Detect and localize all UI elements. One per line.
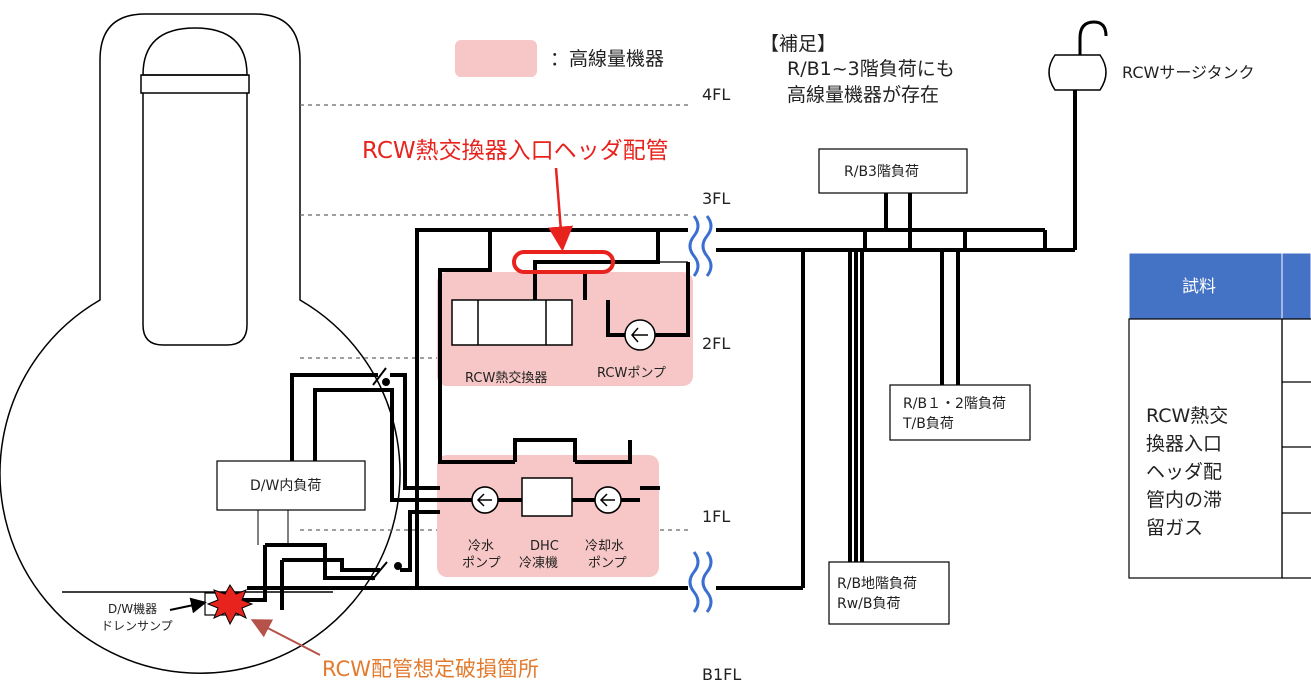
dw-load-label: D/W内負荷 xyxy=(250,478,321,494)
containment-vessel xyxy=(0,13,401,674)
rcw-surge-tank xyxy=(1048,20,1108,91)
rbb-load-label-1: R/B地階負荷 xyxy=(837,576,917,592)
dhc-label-1: DHC xyxy=(530,539,559,554)
table-sample-line-2: 換器入口 xyxy=(1146,433,1222,455)
rb3-load-box xyxy=(818,148,968,194)
cool-pump-label-2: ポンプ xyxy=(588,556,627,571)
dhc-chiller xyxy=(521,477,573,517)
dw-load-box xyxy=(216,460,366,511)
sample-table: 試料 RCW熱交 換器入口 ヘッダ配 管内の滞 留ガス xyxy=(1128,252,1311,579)
pipe-damage-burst xyxy=(206,584,254,626)
table-header-label: 試料 xyxy=(1182,277,1216,297)
floor-b1fl: B1FL xyxy=(702,665,741,684)
rcw-heat-exchanger xyxy=(451,299,573,346)
legend-swatch xyxy=(455,40,537,77)
pipe-break-wave-3fl xyxy=(688,215,713,277)
chw-pump-label-1: 冷水 xyxy=(468,539,494,554)
surge-tank-label: RCWサージタンク xyxy=(1122,63,1255,82)
legend-label: ：高線量機器 xyxy=(550,48,664,70)
rb3-load-label: R/B3階負荷 xyxy=(844,164,919,180)
cool-pump-label-1: 冷却水 xyxy=(585,539,624,554)
damage-arrow xyxy=(250,619,321,656)
table-sample-line-3: ヘッダ配 xyxy=(1146,461,1222,483)
rb12-load-label-2: T/B負荷 xyxy=(902,416,954,432)
check-valve xyxy=(371,367,402,581)
table-sample-line-4: 管内の滞 xyxy=(1146,489,1222,511)
dhc-label-2: 冷凍機 xyxy=(519,555,558,571)
note-line-2: 高線量機器が存在 xyxy=(787,84,939,106)
table-sample-line-5: 留ガス xyxy=(1146,517,1203,539)
rb12-load-box xyxy=(889,384,1031,441)
damage-callout: RCW配管想定破損箇所 xyxy=(322,657,539,681)
floor-4fl: 4FL xyxy=(702,85,730,104)
floor-1fl: 1FL xyxy=(702,507,730,526)
header-pipe-highlight xyxy=(512,250,615,274)
hx-label: RCW熱交換器 xyxy=(465,370,547,386)
header-pipe-arrow xyxy=(548,167,574,252)
floor-3fl: 3FL xyxy=(702,189,730,208)
header-pipe-callout: RCW熱交換器入口ヘッダ配管 xyxy=(362,138,669,164)
table-sample-line-1: RCW熱交 xyxy=(1146,405,1228,427)
note-line-1: R/B1~3階負荷にも xyxy=(787,58,955,80)
chw-pump-label-2: ポンプ xyxy=(462,556,501,571)
rcw-pump-label: RCWポンプ xyxy=(597,366,666,381)
rbb-load-box xyxy=(828,561,950,625)
rb12-load-label-1: R/B１・2階負荷 xyxy=(903,396,1006,412)
dw-sump-label-2: ドレンサンプ xyxy=(101,619,173,633)
reactor-pressure-vessel xyxy=(140,27,250,346)
rcw-pump xyxy=(624,319,656,351)
pipe-break-wave-b1 xyxy=(688,551,713,613)
floor-2fl: 2FL xyxy=(702,334,730,353)
rcw-piping xyxy=(230,90,1077,610)
rbb-load-label-2: Rw/B負荷 xyxy=(837,596,901,612)
dw-sump-label-1: D/W機器 xyxy=(108,601,157,616)
note-title: 【補足】 xyxy=(760,33,836,55)
